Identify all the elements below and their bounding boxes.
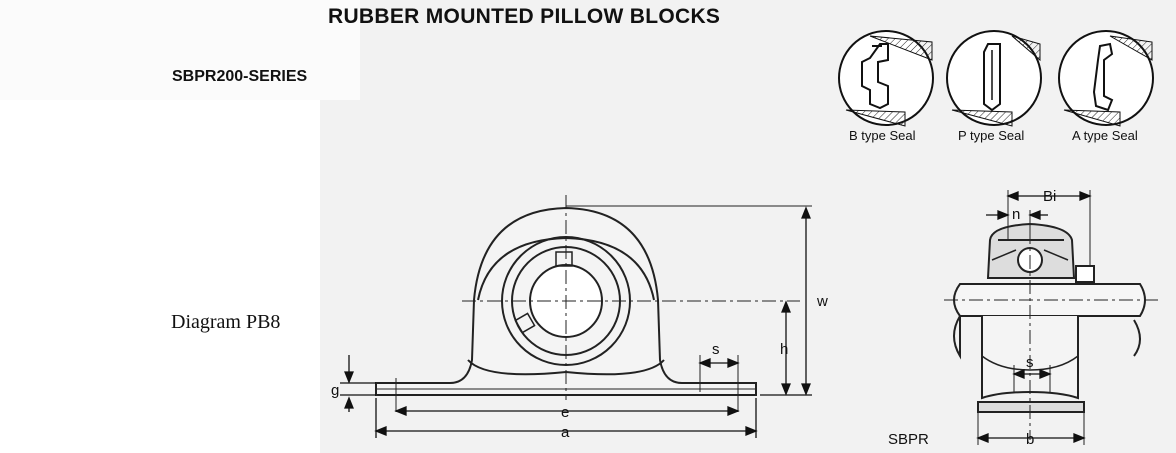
b-type-seal-drawing (838, 30, 934, 127)
header-background (0, 0, 360, 100)
side-view-dimension-lines (976, 191, 1092, 443)
dim-label-g: g (331, 382, 339, 399)
p-type-seal-drawing (946, 30, 1042, 127)
seal-label-p: P type Seal (958, 128, 1025, 143)
front-view-dimension-lines (340, 206, 812, 438)
side-view-drawing (944, 190, 1160, 445)
dim-label-b: b (1026, 431, 1034, 448)
dim-label-h: h (780, 341, 788, 358)
seal-label-a: A type Seal (1072, 128, 1138, 143)
dim-label-a: a (561, 424, 570, 441)
dim-label-s: s (712, 341, 720, 358)
dim-label-n: n (1012, 206, 1020, 223)
series-label: SBPR200-SERIES (172, 68, 308, 85)
front-view-drawing (375, 195, 812, 412)
side-view-label: SBPR (888, 431, 929, 448)
dim-label-s-side: s (1026, 354, 1034, 371)
side-view-dimension-labels: Bi n s b (1012, 188, 1056, 448)
page-title: RUBBER MOUNTED PILLOW BLOCKS (328, 5, 721, 28)
dim-label-e: e (561, 404, 569, 421)
front-view-dimension-labels: w h g s e a (331, 293, 828, 441)
dim-label-w: w (816, 293, 828, 310)
a-type-seal-drawing (1058, 30, 1154, 127)
diagram-label: Diagram PB8 (171, 311, 281, 333)
seal-label-b: B type Seal (849, 128, 916, 143)
dim-label-bi: Bi (1043, 188, 1056, 205)
